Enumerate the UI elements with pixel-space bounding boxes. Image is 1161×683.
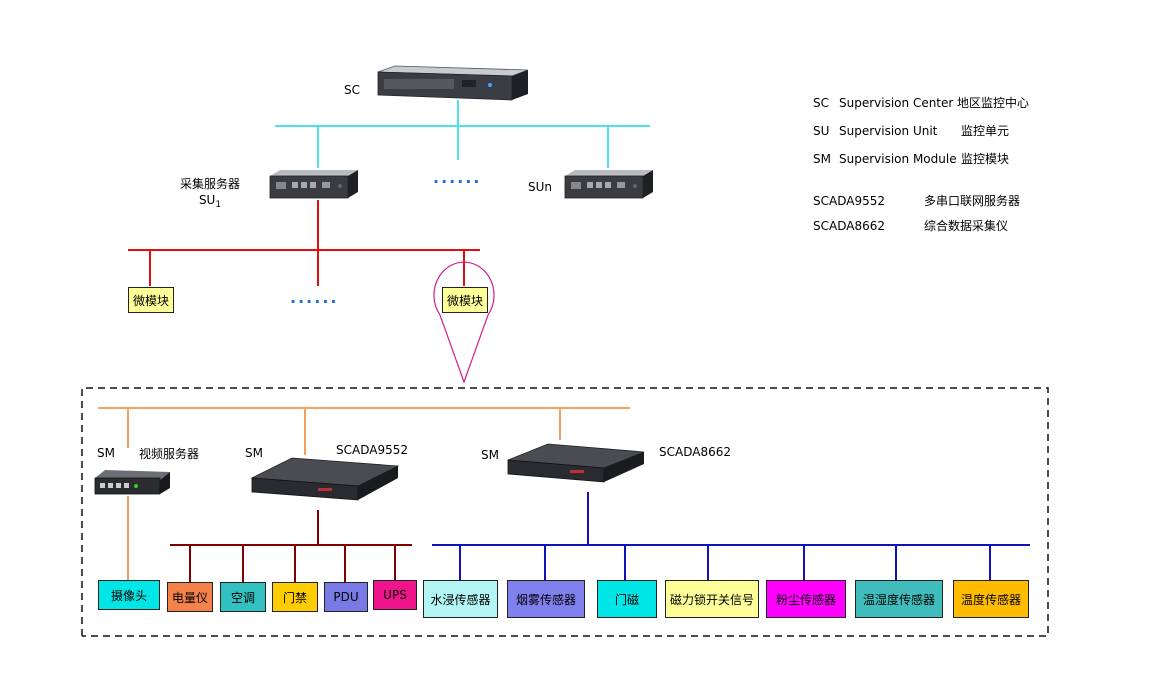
video-server-icon (94, 470, 170, 495)
sm-bus (98, 407, 630, 455)
scada8662-bus (432, 492, 1030, 580)
endpoint-water-sensor: 水浸传感器 (423, 580, 498, 618)
endpoint-smoke-sensor: 烟雾传感器 (507, 580, 585, 618)
su1-label: 采集服务器 SU1 (180, 176, 240, 213)
endpoint-door-sensor: 门磁 (597, 580, 657, 618)
endpoint-power-meter: 电量仪 (167, 582, 213, 612)
su1-chinese-label: 采集服务器 (180, 177, 241, 191)
sun-label: SUn (528, 180, 553, 194)
endpoint-air-conditioner: 空调 (220, 582, 266, 612)
micro-module-left: 微模块 (128, 287, 174, 313)
scada9552-bus (170, 510, 412, 582)
scada8662-sm-label: SM (481, 448, 499, 462)
micro-module-right: 微模块 (442, 287, 488, 313)
endpoint-access-control: 门禁 (272, 582, 318, 612)
sun-server-icon (564, 170, 653, 199)
endpoint-ups: UPS (373, 580, 417, 610)
scada9552-sm-label: SM (245, 446, 263, 460)
endpoint-dust-sensor: 粉尘传感器 (766, 580, 846, 618)
zoom-callout (433, 261, 495, 384)
sc-server-icon (377, 65, 529, 101)
endpoint-temp-humidity-sensor: 温湿度传感器 (855, 580, 943, 618)
video-sm-label: SM (97, 446, 115, 460)
scada8662-device-icon (507, 443, 645, 483)
sc-bus (275, 100, 650, 168)
endpoint-maglock-signal: 磁力锁开关信号 (665, 580, 759, 618)
endpoint-camera: 摄像头 (98, 580, 160, 610)
endpoint-pdu: PDU (324, 582, 368, 612)
module-enclosure (81, 387, 1049, 637)
su1-server-icon (269, 170, 358, 199)
endpoint-temperature-sensor: 温度传感器 (953, 580, 1029, 618)
su1-code-label: SU1 (198, 193, 222, 210)
scada9552-label: SCADA9552 (336, 443, 408, 457)
scada9552-device-icon (250, 457, 400, 501)
sc-label: SC (344, 83, 360, 97)
su-bus (128, 200, 480, 286)
module-ellipsis: ······ (290, 292, 339, 311)
video-server-label: 视频服务器 (139, 447, 200, 461)
su-ellipsis: ······ (433, 172, 482, 191)
scada8662-label: SCADA8662 (659, 445, 731, 459)
